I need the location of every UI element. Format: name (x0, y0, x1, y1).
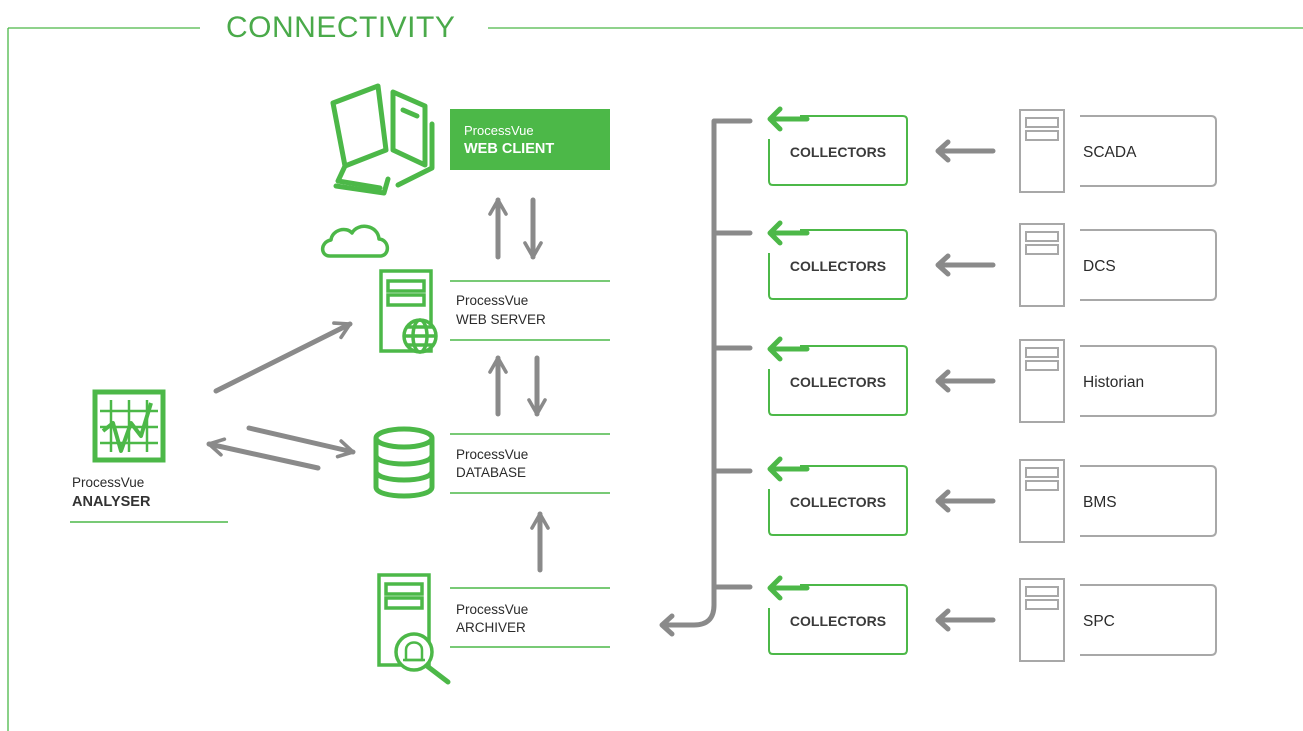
source-box (1080, 465, 1217, 537)
client-server-arrows (488, 197, 543, 260)
analyser-line1: ProcessVue (72, 475, 144, 490)
collectors: COLLECTORS SCADA COLLECTORS DCS COLLECTORS Hi… (767, 106, 1217, 662)
server-database-arrows (488, 355, 547, 417)
source-arrow-head (935, 489, 951, 513)
collector-box (768, 229, 908, 300)
collector-arrow-head (767, 575, 783, 601)
collector-arrow-head (767, 336, 783, 362)
collector-row: COLLECTORS DCS (767, 220, 1217, 307)
collector-arrow-head (767, 106, 783, 132)
server-tower-icon (1019, 339, 1065, 423)
source-label: BMS (1083, 494, 1117, 511)
collector-bus (659, 118, 753, 637)
collector-label: COLLECTORS (790, 494, 886, 510)
collector-box (768, 115, 908, 186)
source-arrow-head (935, 608, 951, 632)
source-box (1080, 584, 1217, 656)
server-tower-icon (1019, 578, 1065, 662)
archiver-line1: ProcessVue (456, 602, 528, 617)
collector-label: COLLECTORS (790, 144, 886, 160)
server-tower-icon (1019, 223, 1065, 307)
server-alarm-search-icon (377, 573, 451, 685)
web-server-line1: ProcessVue (456, 293, 528, 308)
server-tower-icon (1019, 109, 1065, 193)
collector-row: COLLECTORS BMS (767, 456, 1217, 543)
cloud-icon (320, 224, 390, 258)
collector-label: COLLECTORS (790, 613, 886, 629)
source-label: Historian (1083, 374, 1144, 391)
collector-label: COLLECTORS (790, 258, 886, 274)
collector-box (768, 584, 908, 655)
web-client-box (450, 109, 610, 170)
source-arrow-head (935, 139, 951, 163)
collector-box (768, 345, 908, 416)
source-label: DCS (1083, 258, 1116, 275)
analyser-line2: ANALYSER (72, 494, 151, 510)
chart-grid-icon (92, 389, 166, 463)
web-client-line1: ProcessVue (464, 123, 534, 138)
collector-box (768, 465, 908, 536)
database-line1: ProcessVue (456, 447, 528, 462)
diagram-title: CONNECTIVITY (226, 11, 455, 44)
source-label: SCADA (1083, 144, 1137, 161)
source-box (1080, 345, 1217, 417)
source-label: SPC (1083, 613, 1115, 630)
desktop-computer-icon (330, 83, 435, 196)
database-icon (373, 426, 435, 499)
frame (7, 27, 1303, 731)
analyser-arrows (206, 321, 356, 471)
source-box (1080, 115, 1217, 187)
database-line2: DATABASE (456, 465, 526, 480)
collector-row: COLLECTORS SPC (767, 575, 1217, 662)
collector-row: COLLECTORS SCADA (767, 106, 1217, 193)
collector-arrow-head (767, 456, 783, 482)
server-globe-icon (379, 269, 438, 354)
source-arrow-head (935, 253, 951, 277)
collector-label: COLLECTORS (790, 374, 886, 390)
web-client-line2: WEB CLIENT (464, 141, 554, 157)
web-server-line2: WEB SERVER (456, 312, 546, 327)
server-tower-icon (1019, 459, 1065, 543)
source-arrow-head (935, 369, 951, 393)
archiver-line2: ARCHIVER (456, 620, 526, 635)
collector-row: COLLECTORS Historian (767, 336, 1217, 423)
collector-arrow-head (767, 220, 783, 246)
source-box (1080, 229, 1217, 301)
